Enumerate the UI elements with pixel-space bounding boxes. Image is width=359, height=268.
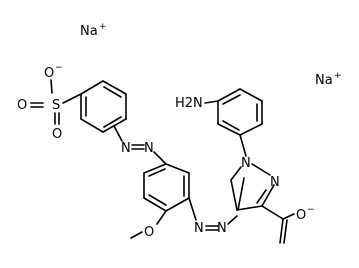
aminophenyl-ring: H2N bbox=[175, 88, 263, 157]
sodium-1-charge: + bbox=[99, 22, 107, 32]
sodium-2-symbol: Na bbox=[315, 73, 333, 88]
sodium-ion-1: Na + bbox=[80, 22, 107, 39]
amine-label: H2N bbox=[175, 96, 203, 111]
azo1-n2-label: N bbox=[144, 141, 154, 156]
central-ring bbox=[143, 163, 190, 212]
sulfonate-o-double-1-label: O bbox=[17, 98, 27, 113]
methoxy-o-label: O bbox=[144, 225, 154, 240]
sodium-1-symbol: Na bbox=[80, 24, 98, 39]
azo-bridge-2: N N bbox=[188, 197, 238, 236]
sulfophenyl-ring bbox=[80, 80, 127, 133]
azo2-n1-label: N bbox=[194, 221, 204, 236]
sodium-ion-2: Na + bbox=[315, 71, 342, 88]
sulfonate-o-double-2-label: O bbox=[52, 127, 62, 142]
pyrazole-n2-label: N bbox=[270, 175, 280, 190]
sulfonate-charge: − bbox=[55, 63, 63, 73]
carboxylate-charge: − bbox=[307, 205, 315, 215]
azo2-n2-label: N bbox=[217, 221, 227, 236]
sulfonate-s-label: S bbox=[52, 98, 60, 113]
sulfonate-group: S O − O O bbox=[17, 63, 82, 142]
carboxylate-group: O − bbox=[261, 205, 315, 244]
pyrazole-n1-label: N bbox=[241, 156, 251, 171]
azo-bridge-1: N N bbox=[113, 125, 167, 165]
methoxy-group: O bbox=[130, 210, 167, 240]
carboxylate-o-label: O bbox=[296, 208, 306, 223]
sodium-2-charge: + bbox=[334, 71, 342, 81]
sulfonate-o-minus-label: O bbox=[44, 66, 54, 81]
azo1-n1-label: N bbox=[121, 141, 131, 156]
pyrazole-ring: N N bbox=[230, 156, 280, 211]
